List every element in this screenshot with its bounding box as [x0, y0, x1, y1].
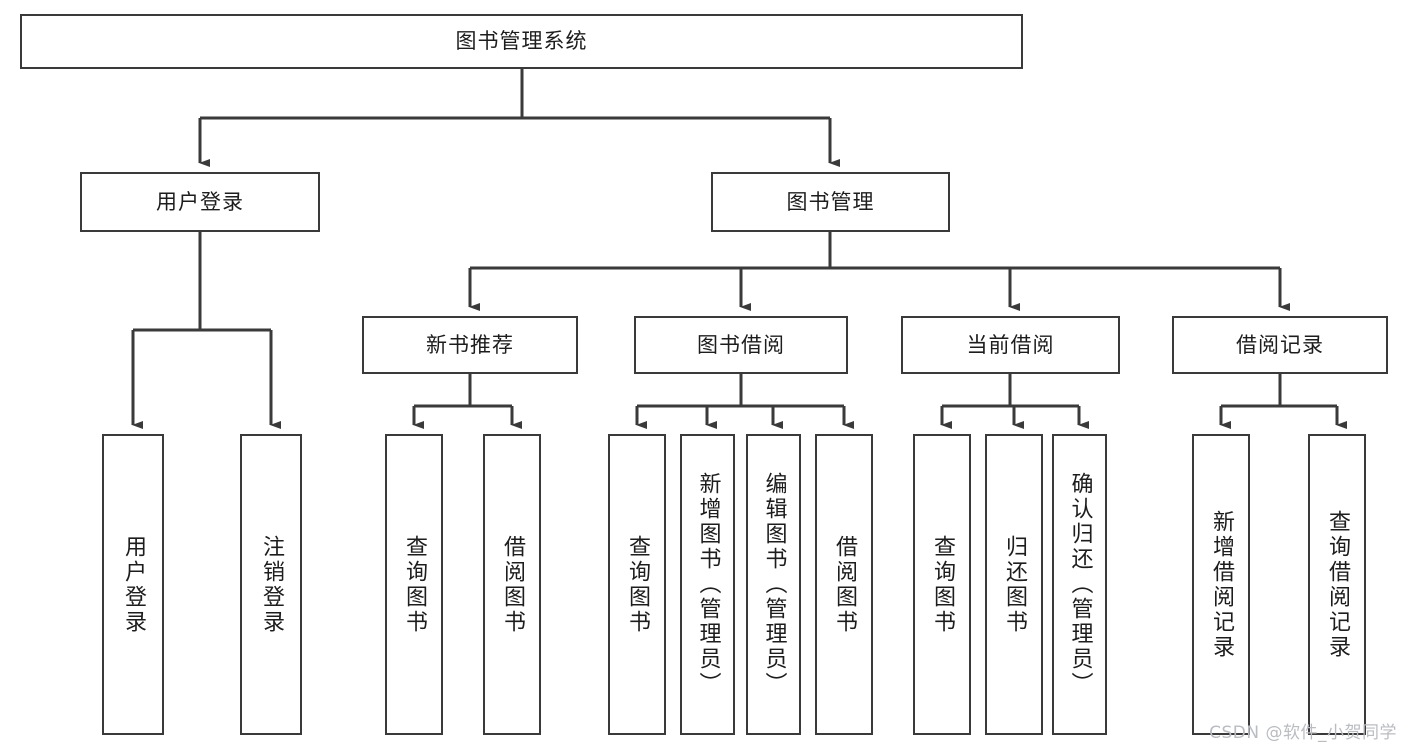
node-label: 用户登录: [156, 189, 244, 214]
node-user-login[interactable]: 用户登录: [80, 172, 320, 232]
leaf-add-book-admin[interactable]: 新增图书（管理员）: [680, 434, 735, 735]
node-label: 借阅记录: [1236, 332, 1324, 357]
leaf-query-books-current[interactable]: 查询图书: [913, 434, 971, 735]
node-label: 借阅图书: [832, 534, 857, 635]
node-current-borrowing[interactable]: 当前借阅: [901, 316, 1120, 374]
leaf-edit-book-admin[interactable]: 编辑图书（管理员）: [746, 434, 801, 735]
node-label: 图书管理系统: [455, 29, 588, 54]
node-label: 用户登录: [121, 534, 146, 635]
node-borrowing-record[interactable]: 借阅记录: [1172, 316, 1388, 374]
node-label: 图书管理: [786, 189, 875, 214]
leaf-confirm-return-admin[interactable]: 确认归还（管理员）: [1052, 434, 1107, 735]
node-label: 查询图书: [625, 534, 650, 635]
node-book-management[interactable]: 图书管理: [711, 172, 950, 232]
leaf-query-borrowing-record[interactable]: 查询借阅记录: [1308, 434, 1366, 735]
node-label: 编辑图书（管理员）: [761, 472, 787, 697]
node-label: 查询图书: [402, 534, 427, 635]
node-book-borrowing[interactable]: 图书借阅: [634, 316, 848, 374]
leaf-borrow-books-borrowing[interactable]: 借阅图书: [815, 434, 873, 735]
node-label: 借阅图书: [500, 534, 525, 635]
node-root-book-management-system[interactable]: 图书管理系统: [20, 14, 1023, 69]
leaf-query-books-borrowing[interactable]: 查询图书: [608, 434, 666, 735]
leaf-user-login[interactable]: 用户登录: [102, 434, 164, 735]
node-label: 注销登录: [259, 534, 284, 635]
node-label: 确认归还（管理员）: [1067, 472, 1093, 697]
leaf-borrow-books-recommendation[interactable]: 借阅图书: [483, 434, 541, 735]
leaf-add-borrowing-record[interactable]: 新增借阅记录: [1192, 434, 1250, 735]
leaf-logout[interactable]: 注销登录: [240, 434, 302, 735]
node-label: 图书借阅: [697, 332, 785, 357]
node-label: 归还图书: [1002, 534, 1027, 635]
leaf-return-books[interactable]: 归还图书: [985, 434, 1043, 735]
leaf-query-books-recommendation[interactable]: 查询图书: [385, 434, 443, 735]
node-label: 新增借阅记录: [1209, 509, 1234, 660]
node-label: 查询借阅记录: [1325, 509, 1350, 660]
node-label: 新增图书（管理员）: [695, 472, 721, 697]
node-label: 新书推荐: [426, 332, 514, 357]
node-label: 查询图书: [930, 534, 955, 635]
node-label: 当前借阅: [966, 332, 1055, 357]
node-new-book-recommendation[interactable]: 新书推荐: [362, 316, 578, 374]
